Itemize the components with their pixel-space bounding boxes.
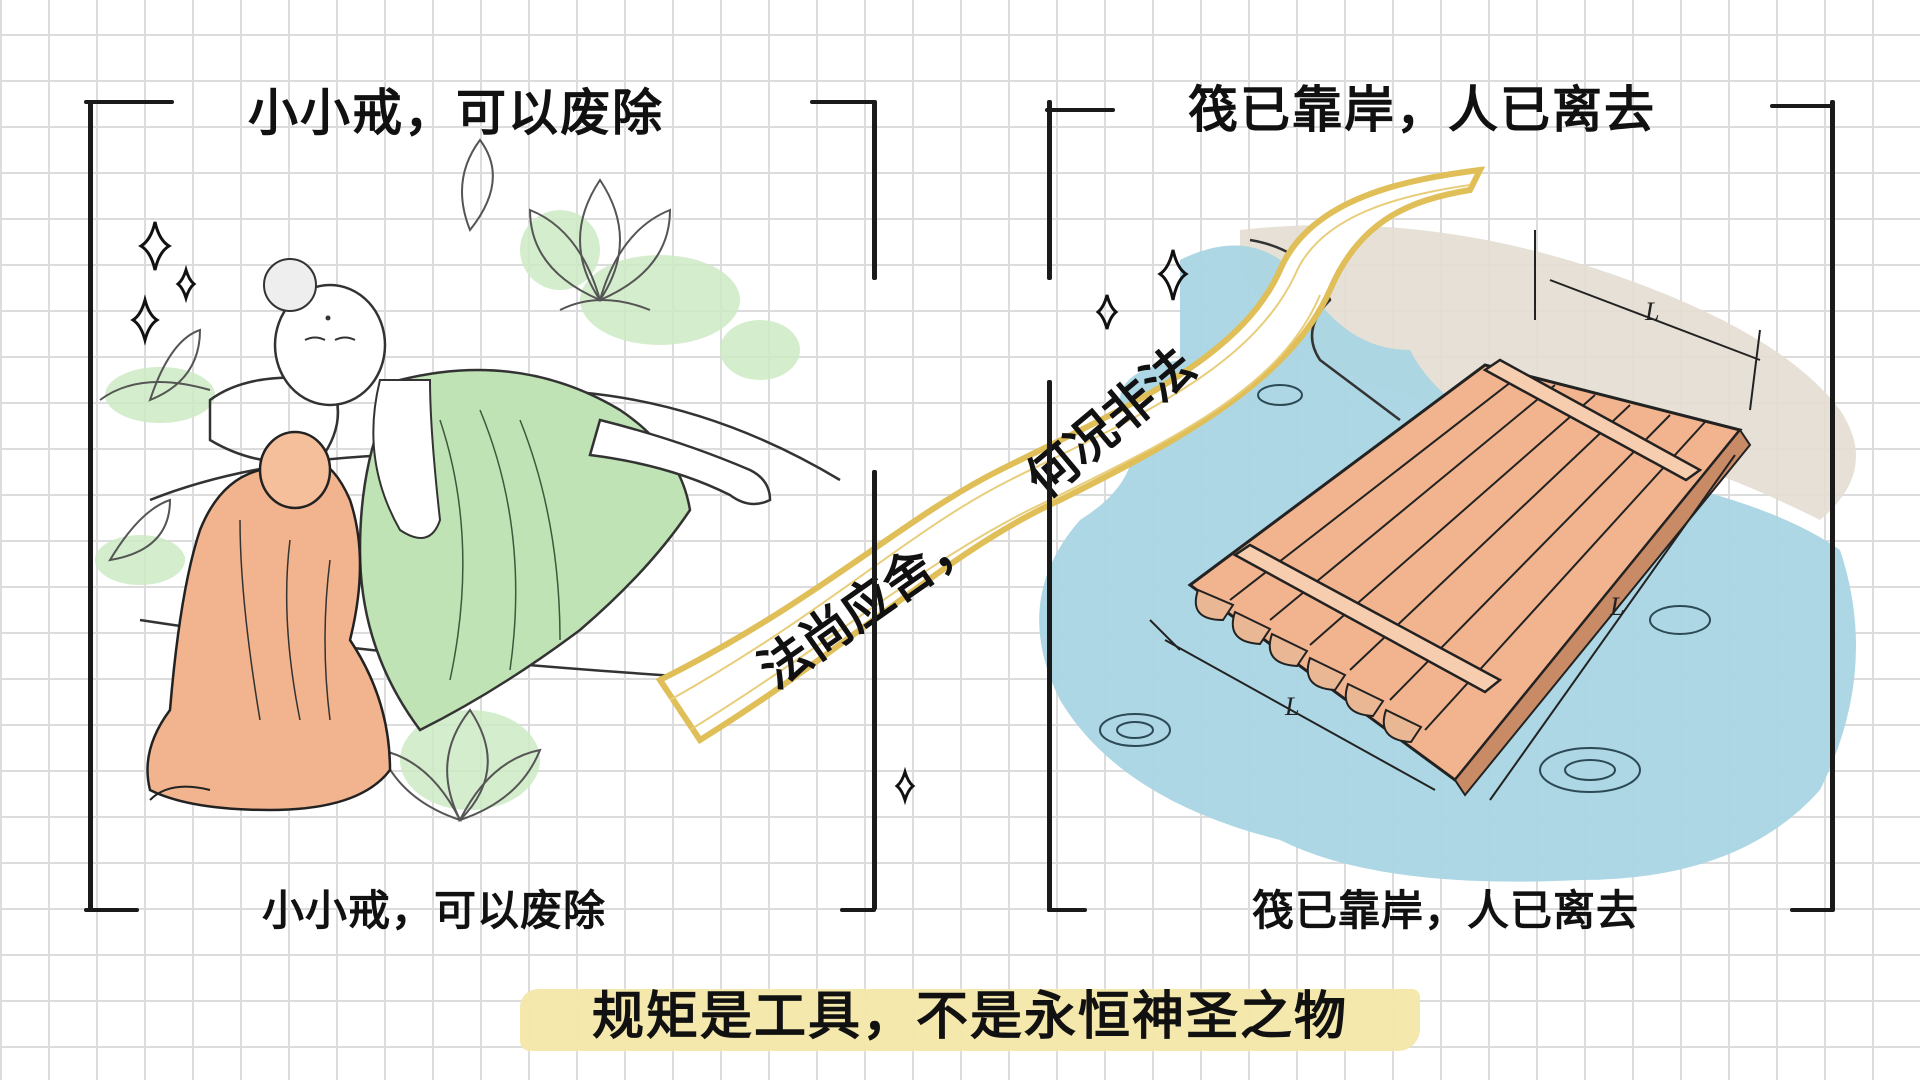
dimension-lines xyxy=(1149,230,1761,801)
svg-text:L: L xyxy=(1609,592,1624,621)
left-frame-right-edge-top xyxy=(872,100,877,280)
buddha-figure xyxy=(263,258,772,732)
left-frame-right-edge-bottom xyxy=(872,470,877,910)
right-frame-right-edge xyxy=(1830,100,1835,912)
sparkle-icons xyxy=(130,221,916,806)
left-frame-bottom-right xyxy=(840,908,876,912)
ripple-icons xyxy=(1099,384,1711,793)
svg-text:L: L xyxy=(1284,692,1299,721)
left-frame-top-left xyxy=(84,100,174,104)
svg-text:法尚应舍，: 法尚应舍， xyxy=(748,508,987,700)
right-frame-bottom-right xyxy=(1790,908,1834,912)
summary-text: 规矩是工具，不是永恒神圣之物 xyxy=(591,987,1348,1047)
dimension-labels: L L L xyxy=(1284,297,1659,721)
left-panel-caption: 小小戒，可以废除 xyxy=(262,886,607,935)
right-frame-bottom-left xyxy=(1047,908,1087,912)
summary-banner: 规矩是工具，不是永恒神圣之物 xyxy=(520,985,1420,1057)
right-illustration: L L L xyxy=(1039,225,1856,882)
raft xyxy=(1187,358,1752,797)
left-panel-title: 小小戒，可以废除 xyxy=(248,84,664,142)
right-frame-left-edge-top xyxy=(1047,100,1052,280)
left-frame-bottom-left xyxy=(84,908,139,912)
lotus-outlines xyxy=(99,138,672,822)
left-illustration xyxy=(95,138,916,822)
sparkle-icons-right xyxy=(1095,249,1189,330)
summary-highlight xyxy=(520,989,1420,1051)
right-frame-left-edge-bottom xyxy=(1047,380,1052,912)
right-frame-top-right xyxy=(1770,104,1834,108)
svg-text:L: L xyxy=(1644,297,1659,326)
left-frame-left-edge xyxy=(88,100,93,912)
monk-figure xyxy=(146,430,392,812)
log-ends xyxy=(1194,588,1423,744)
right-frame-top-left xyxy=(1045,108,1115,112)
right-panel-caption: 筏已靠岸，人已离去 xyxy=(1252,886,1640,935)
right-panel-title: 筏已靠岸，人已离去 xyxy=(1188,81,1656,139)
left-frame-top-right xyxy=(810,100,876,104)
